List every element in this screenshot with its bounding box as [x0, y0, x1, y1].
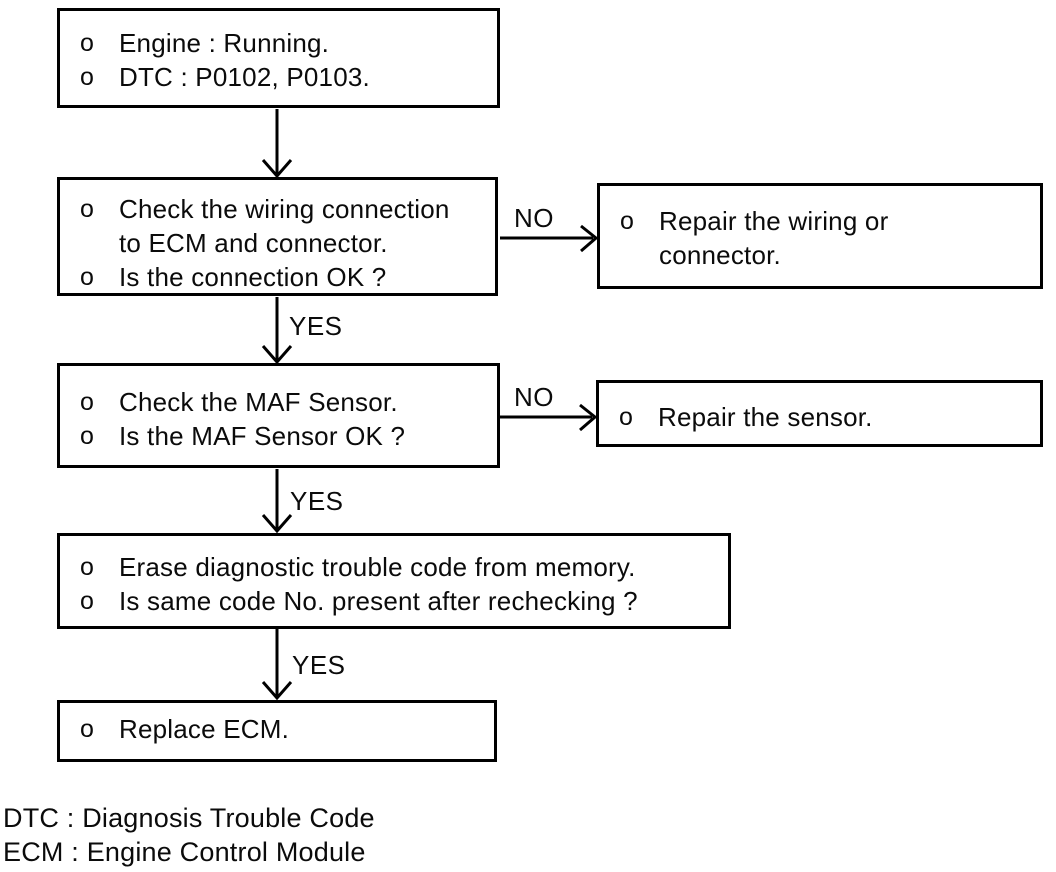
flow-box-repair-sensor: o Repair the sensor. [596, 380, 1043, 447]
bullet-marker: o [80, 587, 95, 615]
abbreviation-legend: DTC : Diagnosis Trouble Code ECM : Engin… [3, 801, 375, 869]
arrow-start-to-check-wiring [261, 109, 293, 179]
flow-bullet: o Repair the sensor. [599, 400, 1040, 434]
flow-bullet: o DTC : P0102, P0103. [60, 60, 497, 94]
flow-text: to ECM and connector. [119, 228, 388, 258]
flow-bullet: o Check the MAF Sensor. [60, 385, 497, 419]
flow-bullet: o Erase diagnostic trouble code from mem… [60, 550, 728, 584]
flow-text: Erase diagnostic trouble code from memor… [119, 552, 636, 582]
flow-text: Is the MAF Sensor OK ? [119, 421, 406, 451]
flow-box-start: o Engine : Running. o DTC : P0102, P0103… [57, 8, 500, 108]
flow-bullet: o Engine : Running. [60, 26, 497, 60]
flow-bullet: o Is same code No. present after recheck… [60, 584, 728, 618]
bullet-marker: o [80, 553, 95, 581]
flow-box-check-maf: o Check the MAF Sensor. o Is the MAF Sen… [57, 363, 500, 468]
flow-box-check-wiring: o Check the wiring connection to ECM and… [57, 177, 498, 296]
edge-label-no-2: NO [514, 382, 554, 412]
flow-text: Is the connection OK ? [119, 262, 387, 292]
flow-bullet: o Replace ECM. [60, 712, 494, 746]
flow-text: Check the wiring connection [119, 194, 450, 224]
edge-label-yes-2: YES [290, 486, 344, 516]
flow-box-repair-wiring: o Repair the wiring or connector. [597, 183, 1043, 289]
bullet-marker: o [80, 195, 95, 223]
bullet-marker: o [80, 388, 95, 416]
flow-text: Engine : Running. [119, 28, 330, 58]
arrow-yes-to-erase-code [261, 469, 293, 534]
bullet-marker: o [80, 715, 95, 743]
edge-label-no-1: NO [514, 203, 554, 233]
flow-bullet: o Is the MAF Sensor OK ? [60, 419, 497, 453]
flow-box-replace-ecm: o Replace ECM. [57, 700, 497, 762]
bullet-marker: o [80, 29, 95, 57]
flow-text: Repair the wiring or [659, 206, 889, 236]
flow-bullet: o Is the connection OK ? [60, 260, 495, 294]
flow-bullet: o Check the wiring connection to ECM and… [60, 192, 495, 260]
bullet-marker: o [620, 207, 635, 235]
bullet-marker: o [619, 403, 634, 431]
legend-line-dtc: DTC : Diagnosis Trouble Code [3, 803, 375, 833]
flow-bullet: o Repair the wiring or connector. [600, 204, 1040, 272]
legend-line-ecm: ECM : Engine Control Module [3, 837, 366, 867]
flow-text: DTC : P0102, P0103. [119, 62, 370, 92]
edge-label-yes-3: YES [292, 650, 346, 680]
flow-text: Check the MAF Sensor. [119, 387, 398, 417]
flow-text: Replace ECM. [119, 714, 290, 744]
arrow-yes-to-replace-ecm [261, 629, 293, 701]
flow-box-erase-recheck: o Erase diagnostic trouble code from mem… [57, 533, 731, 629]
flow-text: Is same code No. present after recheckin… [119, 586, 638, 616]
arrow-yes-to-check-maf [261, 297, 293, 365]
edge-label-yes-1: YES [289, 311, 343, 341]
bullet-marker: o [80, 63, 95, 91]
bullet-marker: o [80, 263, 95, 291]
flow-text: connector. [659, 240, 781, 270]
bullet-marker: o [80, 422, 95, 450]
flow-text: Repair the sensor. [658, 402, 873, 432]
